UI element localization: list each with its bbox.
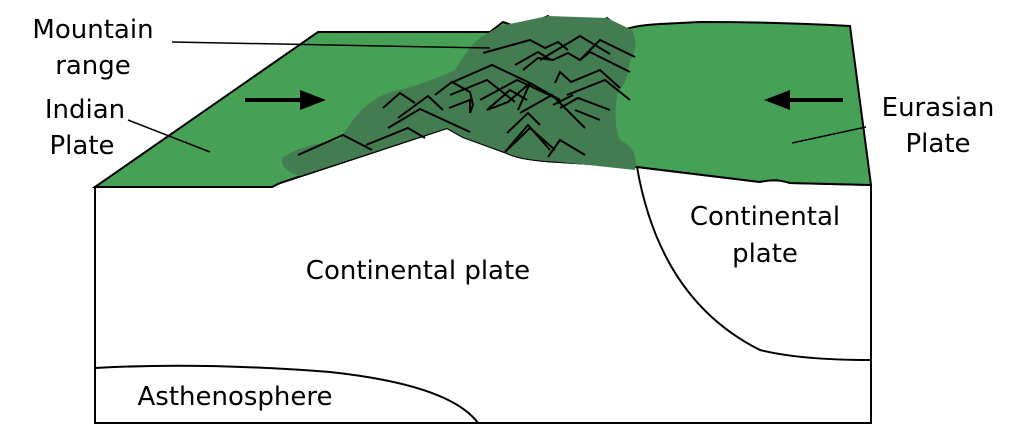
indian-plate-label-line2: Plate	[49, 131, 114, 161]
indian-plate-label-line1: Indian	[45, 95, 125, 125]
continental-plate-main-label: Continental plate	[306, 256, 530, 286]
asthenosphere-label: Asthenosphere	[137, 382, 332, 412]
indian-plate-leader	[127, 119, 211, 153]
mountain-range-label-line2: range	[55, 51, 131, 81]
eurasian-plate-label-line1: Eurasian	[882, 93, 995, 123]
eurasian-plate-leader	[791, 126, 867, 144]
left-arrow-icon	[764, 90, 843, 110]
asthenosphere-boundary	[94, 364, 479, 424]
mountain-range-label-line1: Mountain	[32, 15, 153, 45]
mountain-range-leader	[171, 41, 491, 49]
continental-plate-boundary	[636, 166, 871, 361]
mountain-ridges	[297, 34, 636, 158]
continental-plate-right-label-line1: Continental	[690, 202, 840, 232]
eurasian-plate-label-line2: Plate	[905, 129, 970, 159]
continental-plate-right-label-line2: plate	[732, 239, 798, 269]
right-arrow-icon	[245, 90, 326, 110]
